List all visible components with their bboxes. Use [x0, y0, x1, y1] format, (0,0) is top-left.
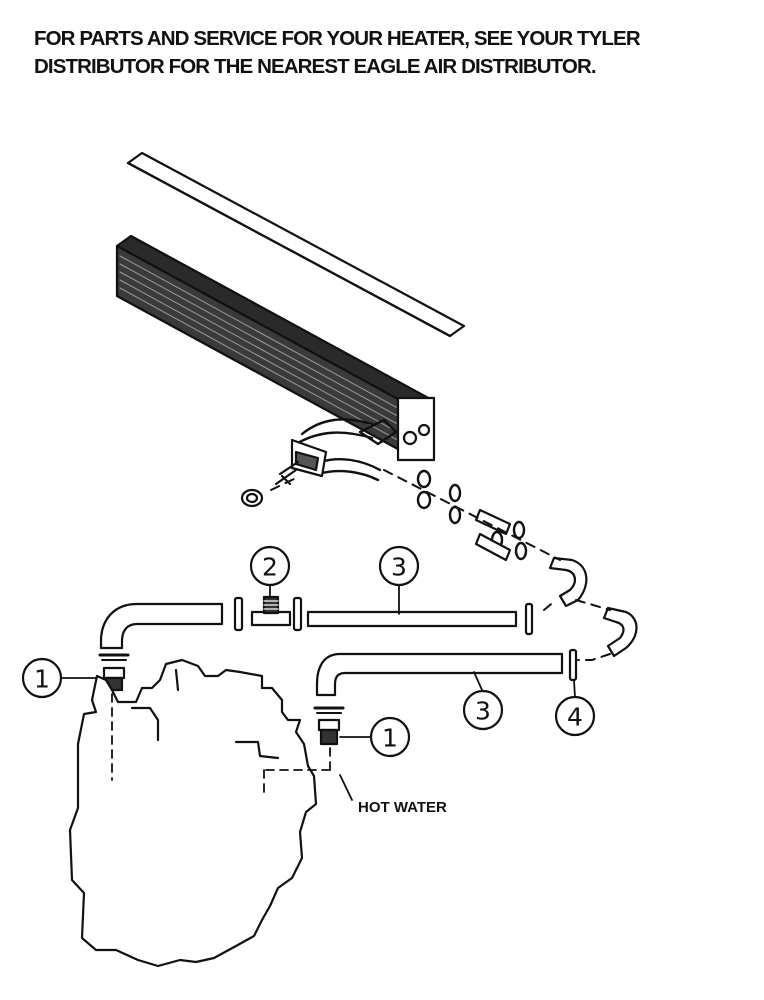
callout-1-left-label: 1 [34, 665, 50, 694]
heater-core [115, 234, 436, 462]
callout-circle-1-right: 1 [369, 716, 411, 758]
callout-circle-3-lower: 3 [462, 689, 504, 731]
callout-circle-2: 2 [249, 545, 291, 587]
cap [240, 488, 264, 508]
tee-fitting [250, 595, 292, 627]
upper-hose-elbow [99, 602, 224, 650]
upper-straight-hose [306, 610, 518, 628]
hose-clamps [416, 469, 528, 561]
heater-cover-plate [126, 151, 466, 338]
callout-circle-4: 4 [554, 695, 596, 737]
right-fitting [313, 706, 345, 746]
callout-3-lower-label: 3 [475, 697, 491, 726]
hot-water-label: HOT WATER [358, 799, 447, 816]
short-hoses [474, 508, 512, 562]
water-valve [274, 438, 328, 486]
lower-hose-clamp [568, 648, 578, 682]
callout-circle-1-left: 1 [21, 657, 63, 699]
lower-hose-elbow [315, 652, 564, 697]
callout-3-upper-label: 3 [391, 553, 407, 582]
flow-path-dashes [270, 469, 611, 661]
cap-inner [245, 492, 259, 504]
upper-hose-end-clamp [524, 602, 534, 636]
engine-outline [68, 658, 318, 968]
tee-clamp-right [292, 596, 303, 632]
callout-leaders [61, 584, 576, 801]
service-note-line-2: DISTRIBUTOR FOR THE NEAREST EAGLE AIR DI… [34, 55, 597, 78]
engine-centerlines [111, 693, 331, 796]
elbow-hoses [548, 556, 638, 658]
callout-circle-3-upper: 3 [378, 545, 420, 587]
tee-clamp-left [233, 596, 244, 632]
callout-4-label: 4 [567, 703, 583, 732]
callout-1-right-label: 1 [382, 724, 398, 753]
service-note-line-1: FOR PARTS AND SERVICE FOR YOUR HEATER, S… [34, 27, 641, 50]
callout-2-label: 2 [262, 553, 278, 582]
